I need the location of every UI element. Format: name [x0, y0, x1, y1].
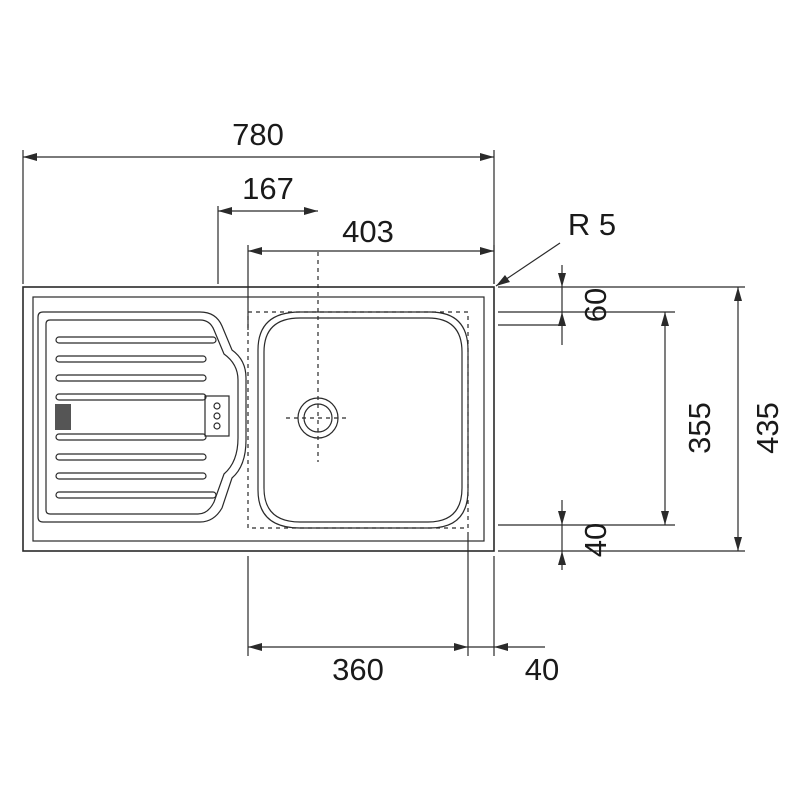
- logo-mark: [55, 404, 71, 430]
- dimension-lines: [23, 153, 742, 651]
- dim-overall-depth: 435: [750, 402, 785, 454]
- dim-bottom-margin: 40: [578, 523, 613, 557]
- dim-bowl-bottom-width: 360: [332, 652, 384, 687]
- dim-side-margin: 40: [525, 652, 559, 687]
- overflow-slot: [204, 395, 230, 437]
- dim-bowl-offset: 167: [242, 171, 294, 206]
- dimension-labels: 780 167 403 R 5 360 40 60 40 355 435: [232, 117, 785, 687]
- drainer-ribs: [55, 336, 217, 499]
- dim-corner-radius: R 5: [568, 207, 616, 242]
- dim-top-margin: 60: [578, 288, 613, 322]
- dim-overall-width: 780: [232, 117, 284, 152]
- drain-hole: [286, 252, 350, 462]
- sink-bowl: [247, 252, 469, 529]
- dim-bowl-depth: 355: [682, 402, 717, 454]
- sink-outline: [22, 286, 495, 552]
- dim-bowl-width: 403: [342, 214, 394, 249]
- drainer-board: [37, 311, 247, 523]
- extension-lines: [22, 150, 745, 656]
